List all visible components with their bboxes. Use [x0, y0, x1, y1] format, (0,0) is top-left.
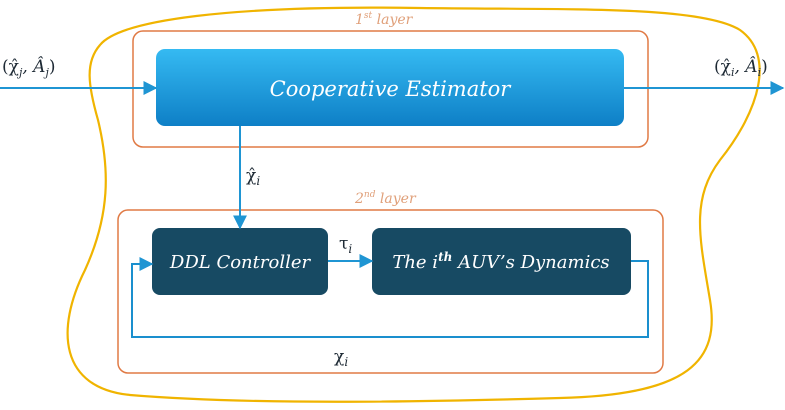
- feedback-loop: [131, 257, 649, 338]
- auv-dynamics-label: The ith AUV’s Dynamics: [392, 250, 609, 273]
- ddl-controller-block: [152, 228, 328, 295]
- input-signal-label: (χ̂j, Âj): [2, 56, 56, 79]
- layer2-label: 2nd layer: [354, 190, 417, 207]
- layer2-box: [117, 209, 664, 374]
- layer1-label: 1st layer: [355, 11, 414, 28]
- tau-signal-label: τi: [339, 234, 352, 256]
- estimate-signal-label: χ̂i: [246, 166, 260, 188]
- feedback-signal-label: χi: [334, 347, 348, 369]
- cooperative-estimator-block: [156, 49, 624, 126]
- output-signal-label: (χ̂i, Âi): [714, 56, 768, 79]
- ddl-controller-label: DDL Controller: [169, 252, 312, 273]
- agent-boundary-outline: [66, 6, 761, 403]
- cooperative-estimator-label: Cooperative Estimator: [270, 77, 513, 101]
- auv-dynamics-block: [372, 228, 631, 295]
